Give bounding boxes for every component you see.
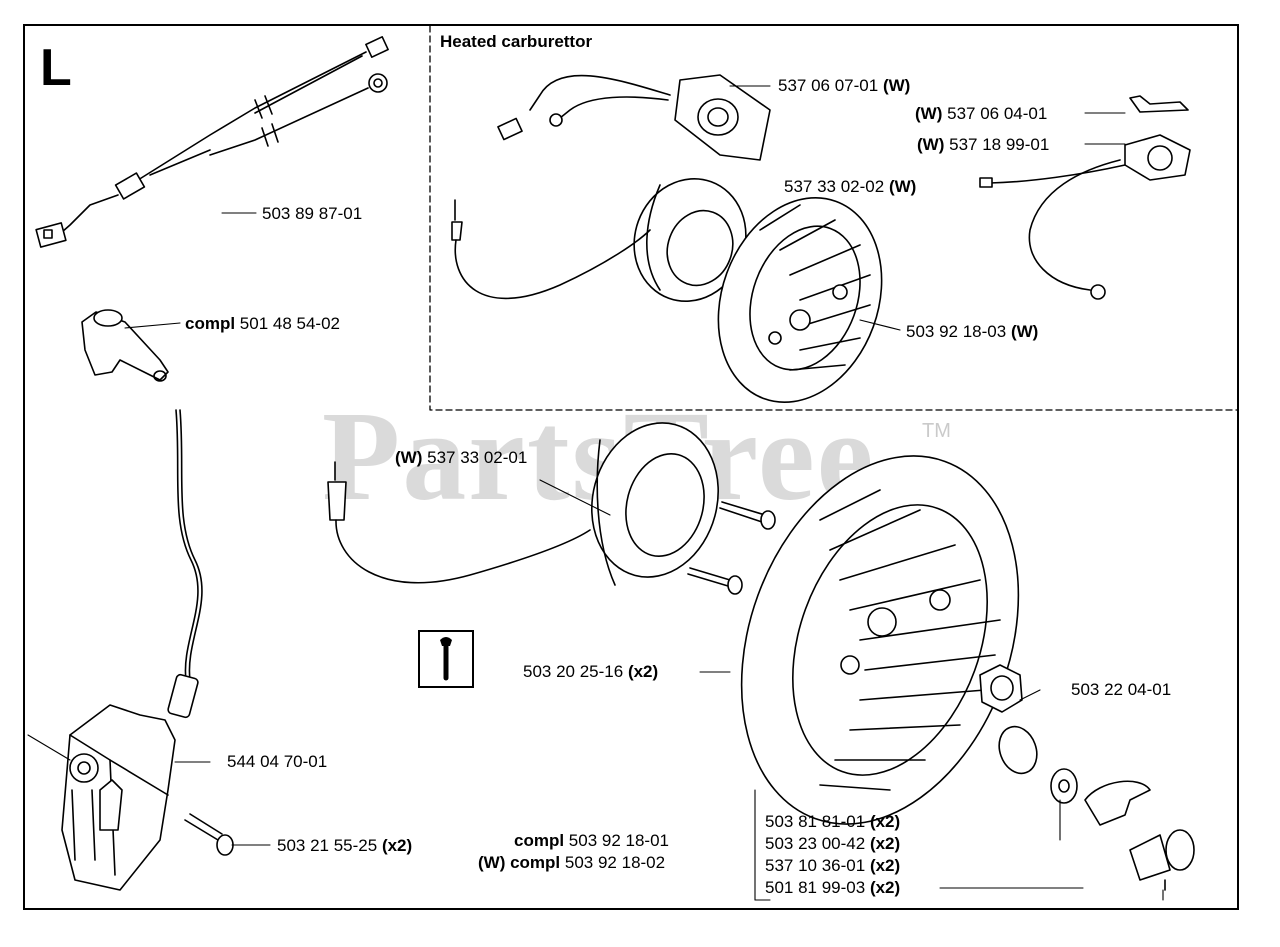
- part-label-coil-screws: 503 20 25-16 (x2): [523, 662, 659, 681]
- leader-lines: [27, 85, 1164, 901]
- part-label-starter-pawl: 537 10 36-01 (x2): [765, 856, 901, 875]
- spark-plug-cap-drawing: [81, 309, 169, 382]
- pawl-bolt-drawing: [1129, 829, 1195, 891]
- part-label-heating-element: 537 06 07-01 (W): [778, 76, 911, 95]
- part-label-flywheel-compl: compl 503 92 18-01: [514, 831, 669, 850]
- ignition-module-drawing: [61, 409, 203, 891]
- part-label-heat-sensor-bracket: (W) 537 06 04-01: [915, 104, 1048, 123]
- wrench-icon: [440, 637, 452, 681]
- ignition-coil-drawing: [327, 422, 719, 586]
- part-label-pawl-bolt: 501 81 99-03 (x2): [765, 878, 901, 897]
- diagram-frame: [23, 24, 1239, 910]
- part-label-spark-plug-cap: compl 501 48 54-02: [185, 314, 340, 333]
- flywheel-nut-drawing: [979, 664, 1023, 713]
- heated-carburettor-title: Heated carburettor: [440, 32, 593, 51]
- heated-ignition-coil-drawing: [451, 177, 747, 303]
- part-label-flywheel-nut: 503 22 04-01: [1071, 680, 1172, 699]
- part-label-thermostat: (W) 537 18 99-01: [917, 135, 1050, 154]
- heated-flywheel-drawing: [717, 196, 883, 404]
- heated-carburettor-box: [429, 25, 1239, 411]
- part-label-washer: 503 81 81-01 (x2): [765, 812, 901, 831]
- part-label-wire-harness: 503 89 87-01: [262, 204, 363, 223]
- thermostat-drawing: [979, 134, 1191, 300]
- washer-drawing: [998, 725, 1078, 804]
- part-label-ignition-module: 544 04 70-01: [227, 752, 328, 771]
- part-label-heated-flywheel: 503 92 18-03 (W): [906, 322, 1039, 341]
- watermark-trademark: TM: [922, 420, 951, 442]
- part-label-module-screw: 503 21 55-25 (x2): [277, 836, 413, 855]
- starter-pawl-drawing: [1084, 780, 1151, 826]
- heat-sensor-bracket-drawing: [1129, 95, 1189, 113]
- tool-box: [418, 630, 474, 688]
- wire-harness-drawing: [35, 36, 389, 248]
- part-label-flywheel-compl-heated: (W) compl 503 92 18-02: [478, 853, 666, 872]
- heating-element-drawing: [497, 74, 771, 161]
- module-screw-drawing: [184, 813, 234, 856]
- part-label-heated-coil: 537 33 02-02 (W): [784, 177, 917, 196]
- flywheel-drawing: [740, 455, 1020, 825]
- part-label-ignition-coil: (W) 537 33 02-01: [395, 448, 528, 467]
- coil-screws-drawing: [687, 501, 776, 595]
- part-label-spacer: 503 23 00-42 (x2): [765, 834, 901, 853]
- section-letter: L: [40, 39, 72, 97]
